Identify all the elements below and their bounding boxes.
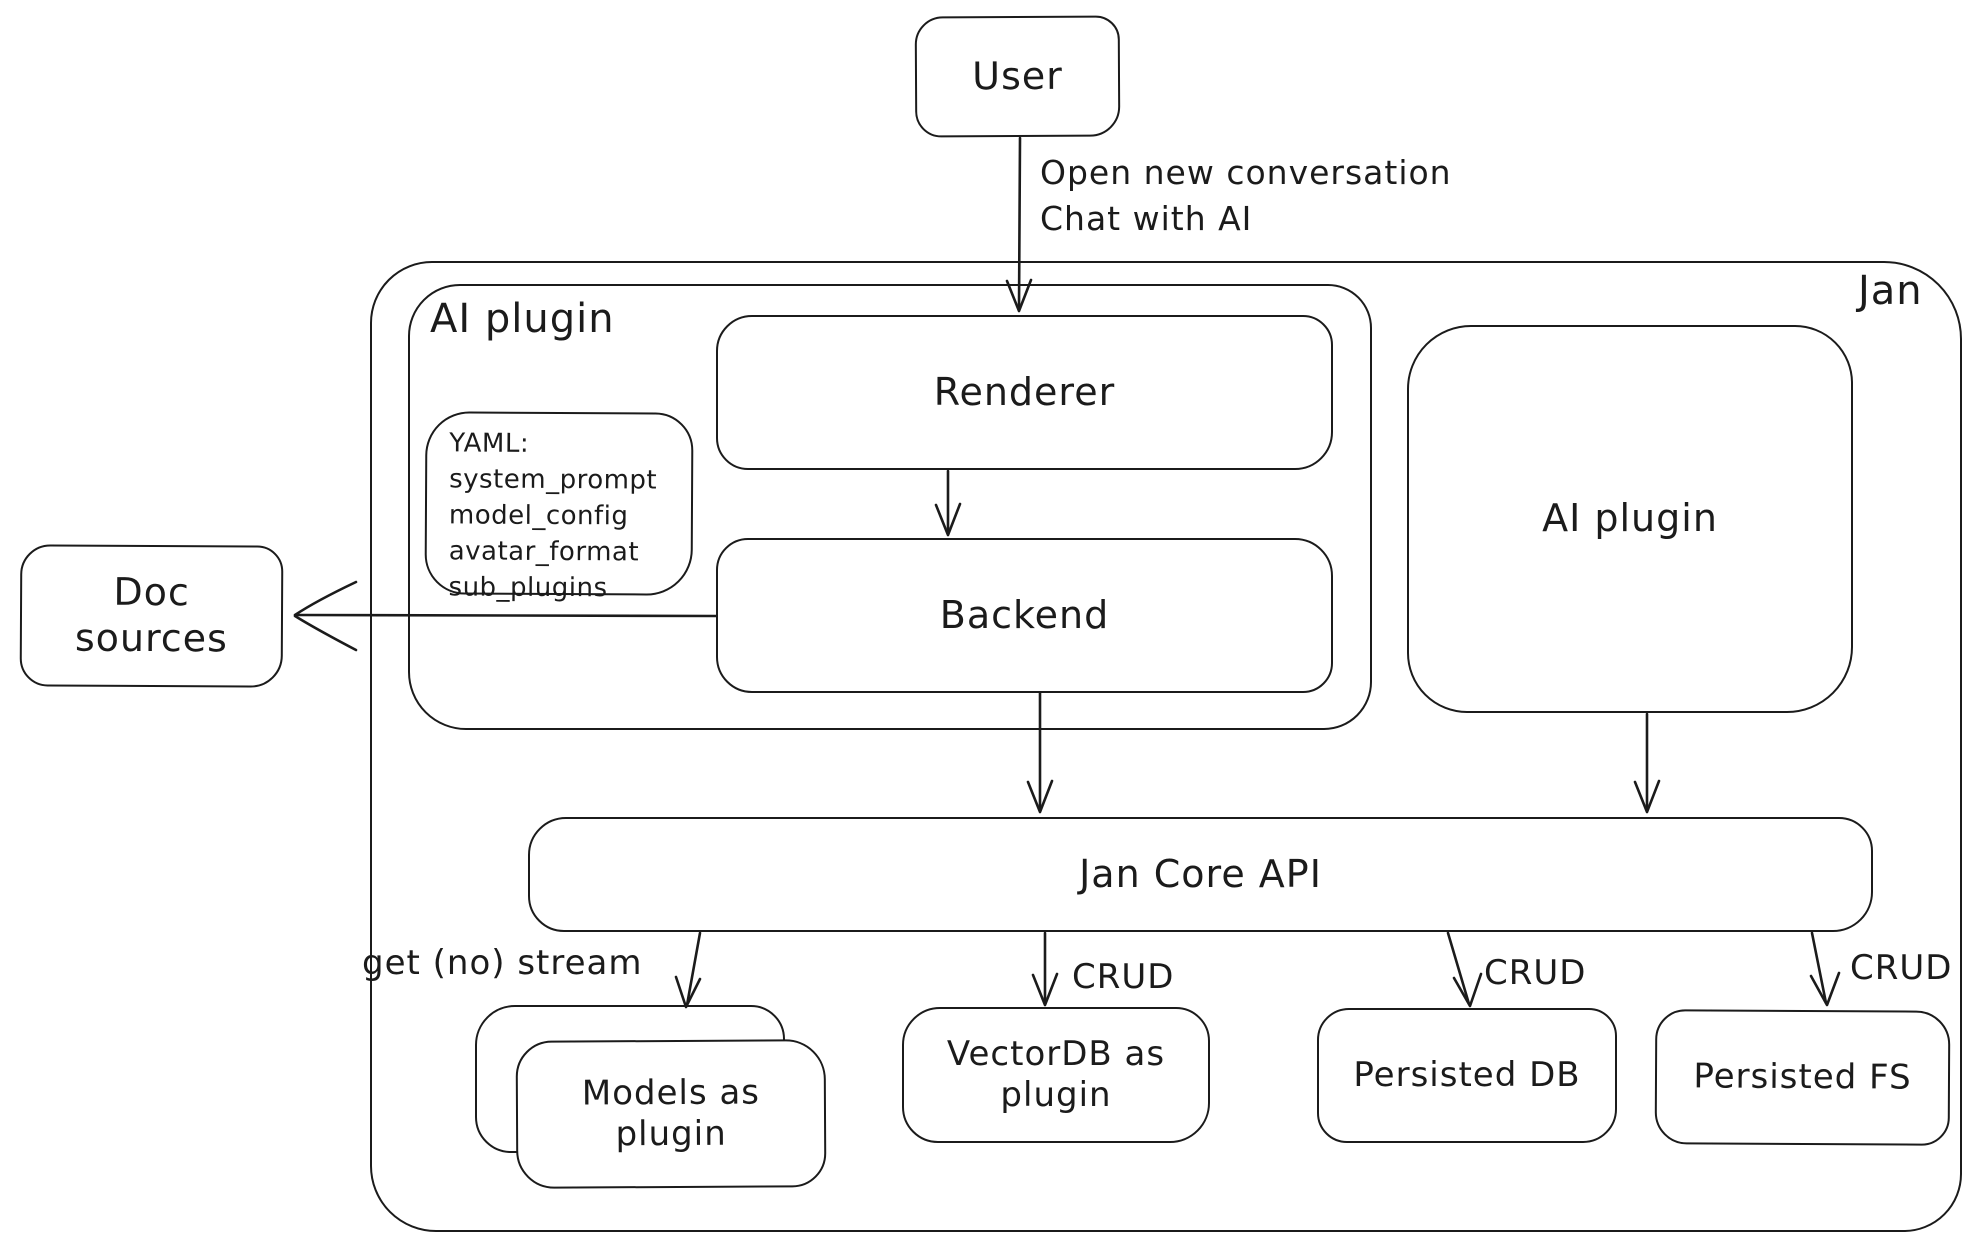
yaml-note-line: sub_plugins	[448, 572, 608, 604]
jan-container-label: Jan	[1858, 268, 1923, 314]
ai-plugin-left-container	[408, 284, 1372, 730]
yaml-note-line: model_config	[448, 500, 629, 532]
doc-sources-node-label: Doc sources	[74, 570, 228, 661]
jan-container	[370, 261, 1962, 1232]
ai-plugin-right-node-label: AI plugin	[1542, 496, 1718, 541]
backend-node-label: Backend	[939, 592, 1110, 637]
yaml-note-line: system_prompt	[449, 464, 658, 496]
yaml-note: YAML: system_prompt model_config avatar_…	[424, 411, 694, 603]
jan-core-api-node-label: Jan Core API	[1079, 851, 1322, 896]
yaml-note-title: YAML:	[449, 428, 530, 459]
edge-label-crud-persisted-fs: CRUD	[1850, 948, 1953, 988]
edge-label-crud-persisted-db: CRUD	[1484, 953, 1587, 993]
doc-sources-node: Doc sources	[19, 544, 284, 688]
renderer-node: Renderer	[716, 315, 1333, 470]
persisted-fs-node-label: Persisted FS	[1693, 1056, 1912, 1098]
persisted-db-node: Persisted DB	[1317, 1008, 1617, 1143]
vectordb-as-plugin-node: VectorDB as plugin	[902, 1007, 1210, 1143]
models-as-plugin-node: Models as plugin	[515, 1039, 827, 1189]
ai-plugin-left-label: AI plugin	[430, 296, 615, 342]
jan-core-api-node: Jan Core API	[528, 817, 1873, 932]
edge-label-crud-vectordb: CRUD	[1072, 957, 1175, 997]
user-node-label: User	[972, 53, 1063, 98]
yaml-note-line: avatar_format	[448, 536, 640, 568]
ai-plugin-right-node: AI plugin	[1407, 325, 1853, 713]
backend-node: Backend	[716, 538, 1333, 693]
edge-label-open-conversation: Open new conversation Chat with AI	[1040, 150, 1452, 242]
persisted-db-node-label: Persisted DB	[1353, 1055, 1581, 1096]
renderer-node-label: Renderer	[933, 369, 1116, 414]
models-as-plugin-node-label: Models as plugin	[581, 1072, 761, 1155]
edge-label-open-conversation-line1: Open new conversation	[1040, 153, 1452, 192]
persisted-fs-node: Persisted FS	[1654, 1009, 1951, 1146]
edge-label-open-conversation-line2: Chat with AI	[1040, 199, 1253, 238]
vectordb-as-plugin-node-label: VectorDB as plugin	[946, 1034, 1166, 1115]
user-node: User	[914, 15, 1121, 138]
edge-label-get-no-stream: get (no) stream	[362, 943, 643, 983]
